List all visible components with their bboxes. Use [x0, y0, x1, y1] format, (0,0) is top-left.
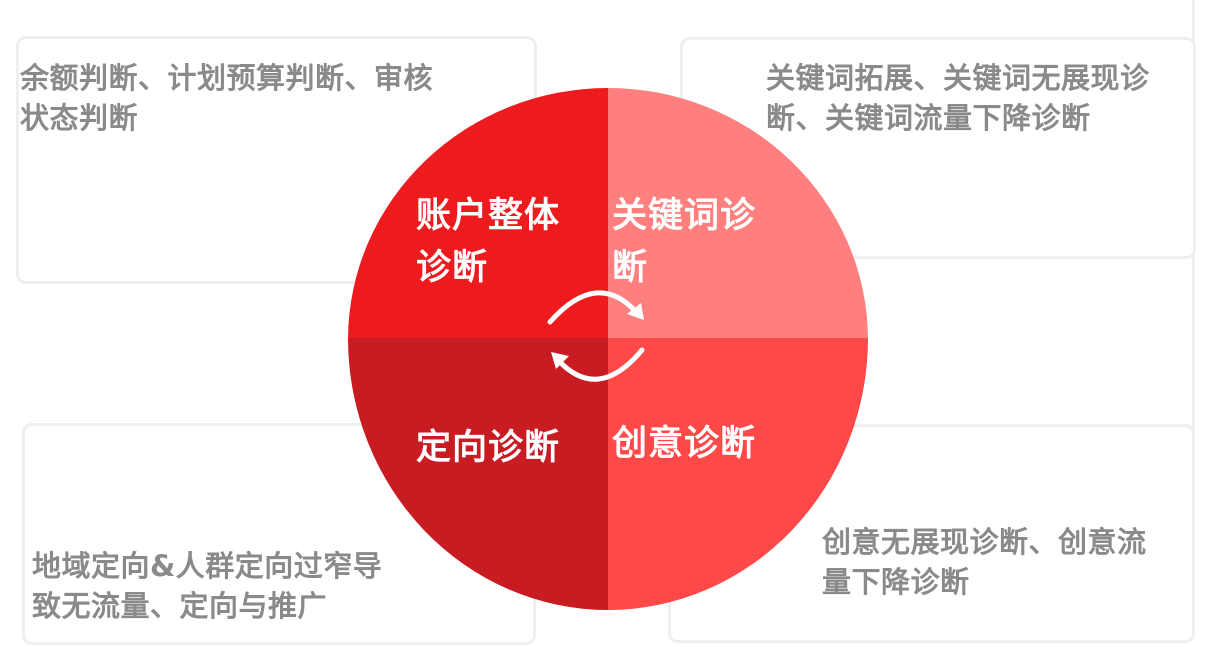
cycle-arrows-icon [547, 290, 645, 382]
diagnosis-wheel [348, 87, 868, 610]
cycle-arrow-bottom-head [551, 352, 569, 369]
segment-account [348, 87, 608, 338]
segment-keyword-line-2: 断 [612, 248, 649, 288]
card-creative-line-1: 创意无展现诊断、创意流 [822, 525, 1147, 559]
card-targeting-line-1: 地域定向&人群定向过窄导 [32, 549, 383, 583]
segment-creative [608, 338, 868, 610]
segment-account-line-1: 账户整体 [416, 196, 561, 236]
segment-keyword-label: 关键词诊 断 [612, 190, 756, 294]
segment-creative-label: 创意诊断 [612, 418, 756, 470]
cycle-arrow-top-head [627, 303, 644, 320]
card-creative-text: 创意无展现诊断、创意流 量下降诊断 [822, 522, 1147, 602]
card-account-line-1: 余额判断、计划预算判断、审核 [20, 61, 434, 95]
segment-targeting-label: 定向诊断 [416, 422, 560, 474]
card-account-text: 余额判断、计划预算判断、审核 状态判断 [20, 58, 433, 138]
segment-targeting-line-1: 定向诊断 [416, 428, 561, 468]
card-creative-line-2: 量下降诊断 [822, 565, 970, 599]
card-targeting-line-2: 致无流量、定向与推广 [32, 589, 328, 623]
card-targeting-text: 地域定向&人群定向过窄导 致无流量、定向与推广 [32, 546, 382, 626]
segment-account-line-2: 诊断 [416, 248, 489, 288]
segment-creative-line-1: 创意诊断 [612, 424, 757, 464]
card-keyword-line-1: 关键词拓展、关键词无展现诊 [766, 61, 1150, 95]
card-keyword-text: 关键词拓展、关键词无展现诊 断、关键词流量下降诊断 [766, 58, 1150, 138]
card-keyword-line-2: 断、关键词流量下降诊断 [766, 101, 1091, 135]
card-account-line-2: 状态判断 [20, 101, 139, 135]
segment-keyword [608, 88, 868, 338]
segment-targeting [348, 338, 608, 610]
cycle-arrow-bottom [555, 347, 645, 382]
segment-account-label: 账户整体 诊断 [416, 190, 560, 294]
right-edge-divider [1192, 0, 1195, 580]
cycle-arrow-top [547, 290, 641, 325]
segment-keyword-line-1: 关键词诊 [612, 196, 757, 236]
